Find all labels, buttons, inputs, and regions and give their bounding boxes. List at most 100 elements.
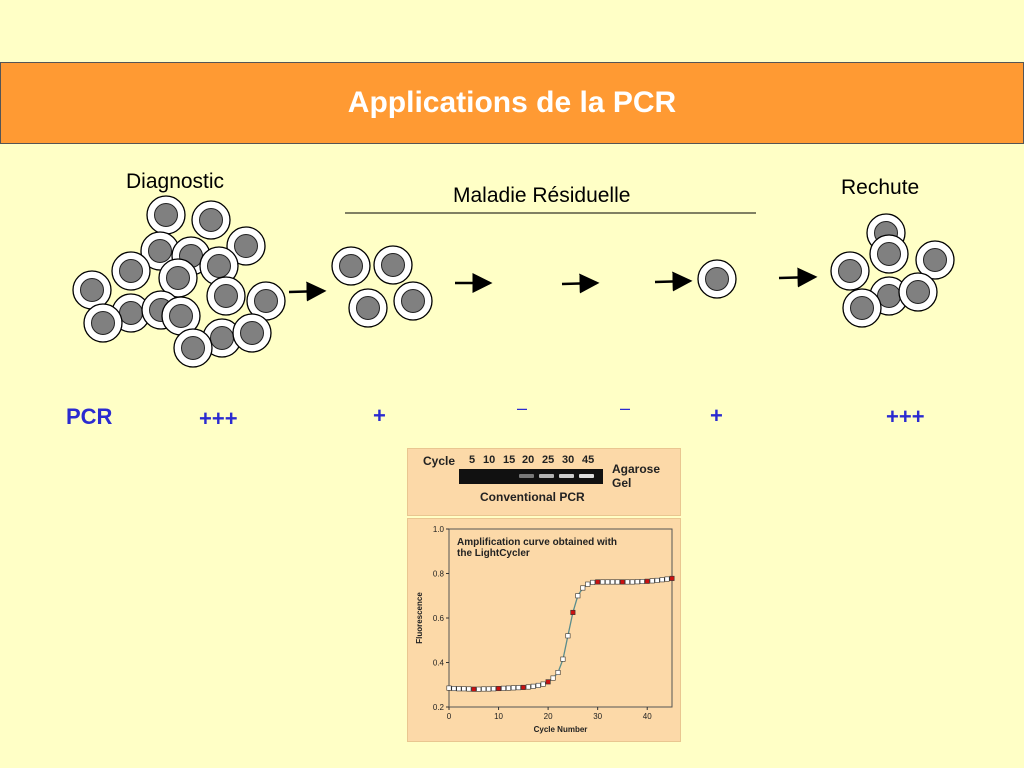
- gel-band: [559, 474, 574, 478]
- y-tick-label: 1.0: [433, 525, 445, 534]
- x-axis-label: Cycle Number: [534, 725, 588, 734]
- data-point: [560, 656, 566, 662]
- data-point-highlighted: [619, 579, 625, 585]
- stage-diagnostic-label: Diagnostic: [126, 170, 225, 193]
- cell-icon: [246, 281, 286, 321]
- data-point-highlighted: [496, 686, 502, 692]
- gel-image: [459, 469, 603, 484]
- gel-cycle-20: 20: [522, 454, 535, 466]
- x-tick-label: 10: [494, 712, 503, 721]
- data-point: [624, 579, 630, 585]
- data-point: [580, 585, 586, 591]
- data-point-highlighted: [545, 679, 551, 685]
- data-point: [654, 577, 660, 583]
- y-tick-label: 0.2: [433, 703, 445, 712]
- data-point: [461, 686, 467, 692]
- data-point: [535, 682, 541, 688]
- data-point: [664, 576, 670, 582]
- data-point: [634, 579, 640, 585]
- cell-icon: [173, 328, 213, 368]
- cell-icon: [393, 281, 433, 321]
- cell-icon: [915, 240, 955, 280]
- data-point: [610, 579, 616, 585]
- gel-cycle-30: 30: [562, 454, 575, 466]
- cell-icon: [146, 195, 186, 235]
- data-point: [515, 685, 521, 691]
- gel-cycle-45: 45: [582, 454, 595, 466]
- data-point: [481, 686, 487, 692]
- data-point: [456, 686, 462, 692]
- data-point: [600, 579, 606, 585]
- chart-title: the LightCycler: [457, 548, 530, 559]
- data-point-highlighted: [669, 575, 675, 581]
- data-point: [540, 681, 546, 687]
- data-point: [476, 686, 482, 692]
- x-tick-label: 40: [643, 712, 652, 721]
- cell-icon: [869, 234, 909, 274]
- gel-panel: Cycle 5 10 15 20 25 30 45 Agarose Gel Co…: [407, 448, 681, 516]
- cell-icon: [226, 226, 266, 266]
- arrow-icon: [654, 271, 693, 292]
- slide-title: Applications de la PCR: [347, 86, 677, 119]
- cell-icon: [842, 288, 882, 328]
- y-tick-label: 0.8: [433, 570, 445, 579]
- arrow-icon: [561, 273, 600, 294]
- gel-cycle-15: 15: [503, 454, 516, 466]
- data-point: [550, 675, 556, 681]
- arrow-icon: [778, 267, 818, 288]
- pcr-row-label: PCR: [66, 404, 113, 429]
- stage-residual-label: Maladie Résiduelle: [453, 184, 631, 207]
- chart-title: Amplification curve obtained with: [457, 537, 617, 548]
- cell-icon: [348, 288, 388, 328]
- gel-side-label-2: Gel: [612, 476, 632, 490]
- data-point: [491, 686, 497, 692]
- cell-icon: [206, 276, 246, 316]
- pcr-value-relapse: +++: [886, 404, 925, 429]
- data-point: [525, 684, 531, 690]
- gel-caption: Conventional PCR: [480, 490, 585, 504]
- gel-cycle-25: 25: [542, 454, 555, 466]
- title-bar: Applications de la PCR: [0, 62, 1024, 144]
- data-point: [585, 581, 591, 587]
- data-point: [530, 683, 536, 689]
- gel-side-label-1: Agarose: [612, 462, 661, 476]
- data-point: [575, 593, 581, 599]
- data-point-highlighted: [520, 684, 526, 690]
- data-point: [614, 579, 620, 585]
- y-tick-label: 0.4: [433, 659, 445, 668]
- cell-icon: [72, 270, 112, 310]
- data-point-highlighted: [570, 609, 576, 615]
- pcr-value-residual-3: –: [620, 398, 631, 418]
- data-point: [565, 633, 571, 639]
- data-point: [639, 579, 645, 585]
- data-point: [501, 685, 507, 691]
- arrow-icon: [288, 281, 327, 302]
- cell-icon: [191, 200, 231, 240]
- pcr-value-residual-4: +: [710, 403, 723, 428]
- data-point: [629, 579, 635, 585]
- gel-cycle-10: 10: [483, 454, 496, 466]
- pcr-value-residual-1: +: [373, 403, 386, 428]
- x-tick-label: 30: [593, 712, 602, 721]
- x-tick-label: 0: [447, 712, 452, 721]
- cell-icon: [830, 251, 870, 291]
- data-point: [590, 579, 596, 585]
- cell-icon: [373, 245, 413, 285]
- stage-relapse-label: Rechute: [841, 176, 920, 199]
- data-point: [510, 685, 516, 691]
- data-point-highlighted: [595, 579, 601, 585]
- data-point: [605, 579, 611, 585]
- gel-cycle-label: Cycle: [423, 454, 456, 468]
- cell-icon: [898, 272, 938, 312]
- data-point: [659, 577, 665, 583]
- x-tick-label: 20: [544, 712, 553, 721]
- data-point: [505, 685, 511, 691]
- y-tick-label: 0.6: [433, 614, 445, 623]
- data-point: [486, 686, 492, 692]
- cell-icon: [161, 296, 201, 336]
- gel-band: [579, 474, 594, 478]
- gel-cycle-5: 5: [469, 454, 476, 466]
- y-axis-label: Fluorescence: [415, 592, 424, 644]
